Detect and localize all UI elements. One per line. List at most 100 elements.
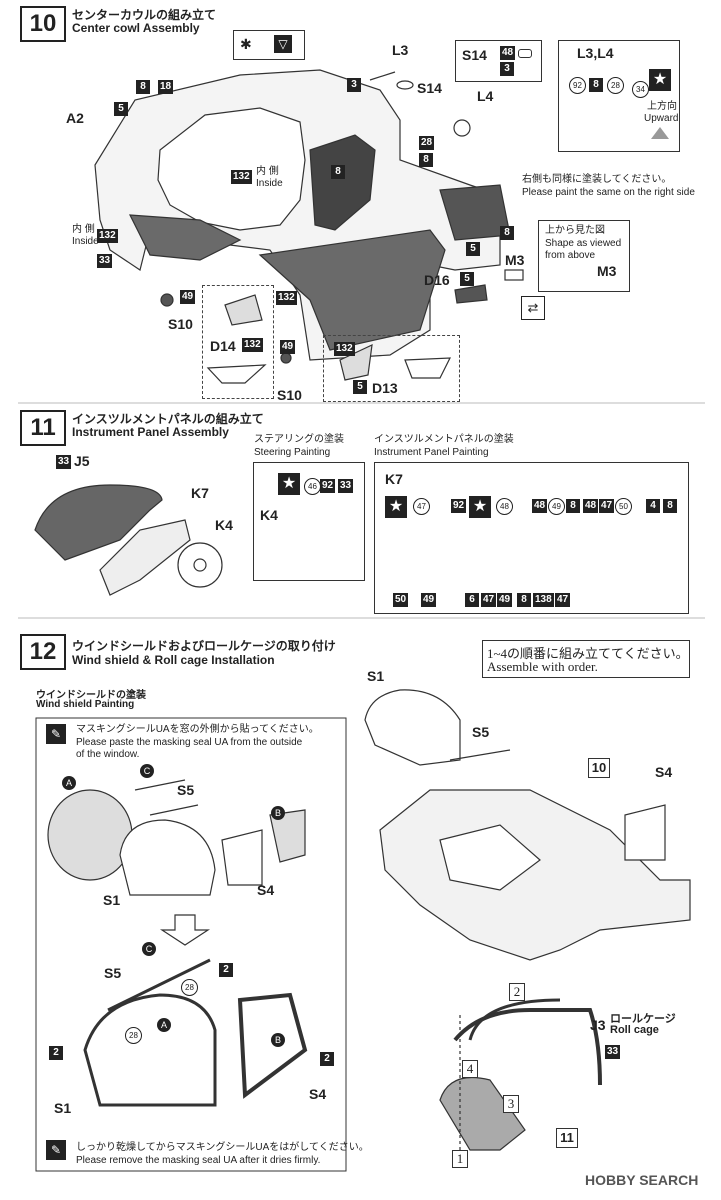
marker-a-icon-b: A (157, 1018, 171, 1032)
order-mark-4: 4 (462, 1060, 478, 1078)
view-en-2: from above (545, 250, 596, 261)
code-5-a: 5 (114, 102, 128, 116)
paint-icon: ✱ (240, 36, 252, 52)
panel-top-49: 49 (548, 498, 565, 515)
l3l4-code-92: 92 (569, 77, 586, 94)
ws-title-en: Wind shield Painting (36, 699, 135, 710)
roll-cage-en: Roll cage (610, 1024, 659, 1036)
steering-code-33: 33 (338, 479, 354, 493)
panel-top-50: 50 (615, 498, 632, 515)
part-j5-label: J5 (74, 453, 90, 469)
code-2-a: 2 (219, 963, 233, 977)
order-note-jp: 1~4の順番に組み立ててください。 (487, 646, 689, 661)
part-s14-label: S14 (417, 80, 442, 96)
step-11-number: 11 (20, 410, 66, 446)
roll-cage-jp: ロールケージ (610, 1013, 676, 1025)
code-28: 28 (419, 136, 435, 150)
code-49-a: 49 (180, 290, 196, 304)
part-j3-label: J3 (590, 1017, 606, 1033)
part-s5-left-b: S5 (104, 965, 122, 981)
code-132-a: 132 (231, 170, 252, 184)
marker-b-icon: B (271, 806, 285, 820)
code-28-b: 28 (125, 1027, 142, 1044)
code-33: 33 (97, 254, 113, 268)
part-k7-label: K7 (191, 485, 209, 501)
l3l4-code-34: 34 (632, 81, 649, 98)
panel-top-48b: 48 (532, 499, 548, 513)
inside-jp-a: 内 側 (256, 166, 279, 177)
panel-bot-6: 6 (465, 593, 479, 607)
panel-bot-50: 50 (393, 593, 409, 607)
panel-part-k7: K7 (385, 471, 403, 487)
bolt-icon (518, 49, 532, 58)
s14-box-label: S14 (462, 47, 487, 63)
code-8-d: 8 (500, 226, 514, 240)
code-8-c: 8 (419, 153, 433, 167)
panel-bot-8: 8 (517, 593, 531, 607)
part-s4-right: S4 (655, 764, 673, 780)
order-note-en: Assemble with order. (487, 659, 598, 674)
part-m3-label: M3 (505, 252, 525, 268)
panel-top-47a: 47 (413, 498, 430, 515)
s14-code-3: 3 (500, 62, 514, 76)
remove-note-jp: しっかり乾燥してからマスキングシールUAをはがしてください。 (76, 1142, 369, 1153)
star-icon: ★ (649, 69, 671, 91)
steering-box: ★ 46 92 33 K4 (253, 462, 365, 581)
part-k4-label: K4 (215, 517, 233, 533)
marker-c-icon: C (140, 764, 154, 778)
brush-icon-a: ✎ (46, 724, 66, 744)
code-3: 3 (347, 78, 361, 92)
panel-top-92: 92 (451, 499, 467, 513)
step-12-number: 12 (20, 634, 66, 670)
step-11-title-en: Instrument Panel Assembly (72, 425, 229, 439)
star-icon-panel-b: ★ (469, 496, 491, 518)
decal-legend-box: ✱ ▽ (233, 30, 305, 60)
panel-box: K7 ★ 47 92 ★ 48 48 49 8 48 47 50 4 8 50 … (374, 462, 689, 614)
steering-code-46: 46 (304, 478, 321, 495)
upward-jp: 上方向 (647, 101, 677, 112)
decal-icon: ▽ (274, 35, 292, 53)
view-from-above-box: 上から見た図 Shape as viewed from above M3 (538, 220, 630, 292)
star-icon-steering: ★ (278, 473, 300, 495)
inside-jp-b: 内 側 (72, 224, 95, 235)
code-49-b: 49 (280, 340, 296, 354)
view-jp: 上から見た図 (545, 225, 605, 236)
panel-top-47b: 47 (599, 499, 615, 513)
step-12-title-en: Wind shield & Roll cage Installation (72, 653, 275, 667)
flip-icon: ⇄ (521, 296, 545, 320)
part-s1-left-a: S1 (103, 892, 121, 908)
remove-note-en: Please remove the masking seal UA after … (76, 1155, 321, 1166)
code-132-c: 132 (276, 291, 297, 305)
l3l4-code-8: 8 (589, 78, 603, 92)
steering-title-jp: ステアリングの塗装 (254, 434, 344, 445)
view-en-1: Shape as viewed (545, 238, 622, 249)
steering-code-92: 92 (320, 479, 336, 493)
marker-b-icon-b: B (271, 1033, 285, 1047)
watermark: HOBBY SEARCH (585, 1172, 699, 1188)
panel-top-8: 8 (566, 499, 580, 513)
step-ref-11: 11 (556, 1128, 578, 1148)
code-132-b: 132 (97, 229, 118, 243)
s14-code-48: 48 (500, 46, 516, 60)
code-8-a: 8 (136, 80, 150, 94)
marker-a-icon: A (62, 776, 76, 790)
part-s4-left-b: S4 (309, 1086, 327, 1102)
step-10-number: 10 (20, 6, 66, 42)
d13-detail (323, 335, 460, 402)
step-11-title-jp: インスツルメントパネルの組み立て (72, 412, 264, 426)
order-note-box: 1~4の順番に組み立ててください。 Assemble with order. (482, 640, 690, 678)
code-5-b: 5 (466, 242, 480, 256)
panel-bot-49: 49 (421, 593, 437, 607)
part-s4-left-a: S4 (257, 882, 275, 898)
step-12-title-jp: ウインドシールドおよびロールケージの取り付け (72, 639, 336, 653)
panel-bot-47: 47 (481, 593, 497, 607)
order-mark-1: 1 (452, 1150, 468, 1168)
step-10-title-en: Center cowl Assembly (72, 21, 200, 35)
code-132-d: 132 (242, 338, 263, 352)
marker-c-icon-b: C (142, 942, 156, 956)
d14-detail (202, 285, 274, 399)
ws-title-jp: ウインドシールドの塗装 (36, 690, 146, 701)
up-arrow-icon (651, 127, 669, 139)
l3l4-code-28: 28 (607, 77, 624, 94)
